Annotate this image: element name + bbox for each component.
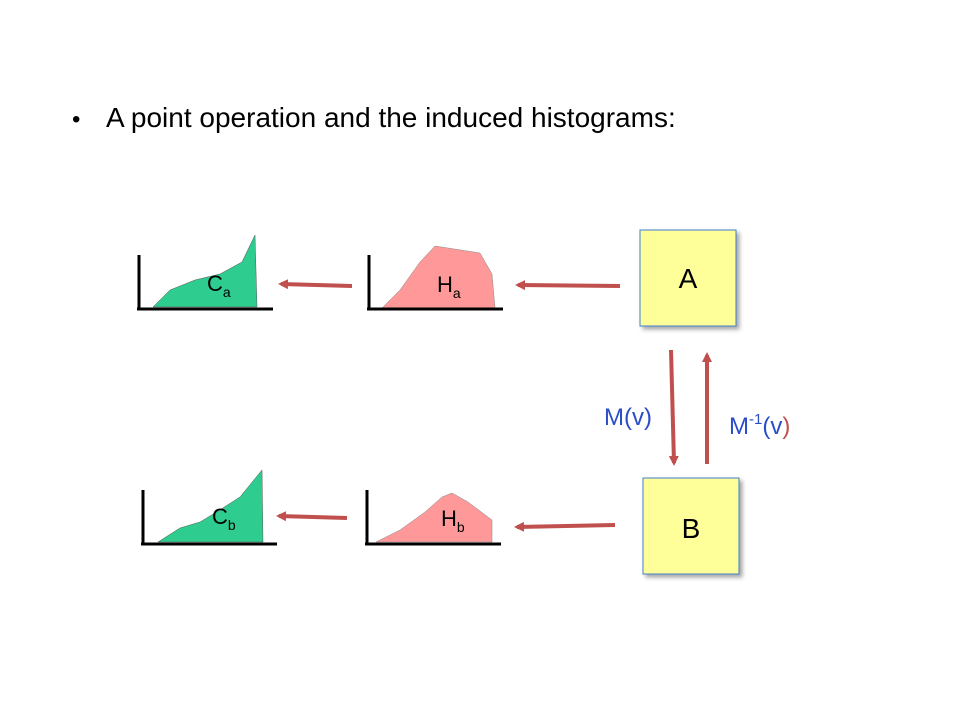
inverse-mapping-close: ) bbox=[782, 413, 790, 440]
cumulative-cb-shape bbox=[157, 469, 264, 543]
inverse-mapping-base: M bbox=[729, 413, 749, 440]
arrow-hb-to-cb bbox=[276, 511, 348, 522]
cumulative-ca-label: Ca bbox=[207, 271, 231, 300]
cumulative-ca: Ca bbox=[137, 234, 273, 311]
bullet-point: • bbox=[72, 106, 81, 133]
cumulative-ca-shape bbox=[152, 234, 258, 308]
histogram-hb-shape bbox=[375, 492, 493, 543]
histogram-ha-label: Ha bbox=[437, 272, 461, 301]
image-b-box: B bbox=[642, 477, 740, 575]
inverse-mapping-label: M-1(v) bbox=[729, 411, 790, 440]
histogram-ha: Ha bbox=[367, 245, 503, 311]
inverse-mapping-open: (v bbox=[762, 413, 782, 440]
cumulative-cb: Cb bbox=[141, 469, 277, 546]
image-b-rect bbox=[642, 477, 740, 575]
slide-heading: A point operation and the induced histog… bbox=[106, 102, 676, 133]
arrow-b-to-hb bbox=[514, 521, 616, 532]
arrow-ha-to-ca bbox=[278, 279, 353, 290]
image-a-box: A bbox=[639, 229, 737, 327]
arrow-forward-mapping bbox=[668, 349, 679, 466]
forward-mapping-label: M(v) bbox=[604, 404, 652, 431]
cumulative-cb-label: Cb bbox=[212, 504, 236, 533]
histogram-hb-label: Hb bbox=[441, 506, 465, 535]
image-b-label: B bbox=[682, 513, 701, 544]
image-a-label: A bbox=[679, 263, 698, 294]
inverse-mapping-exponent: -1 bbox=[749, 411, 762, 428]
image-a-rect bbox=[639, 229, 737, 327]
slide-bullet-line: • A point operation and the induced histo… bbox=[72, 102, 676, 134]
histogram-hb: Hb bbox=[365, 490, 501, 546]
histogram-ha-shape bbox=[381, 245, 496, 309]
arrow-a-to-ha bbox=[515, 280, 621, 291]
